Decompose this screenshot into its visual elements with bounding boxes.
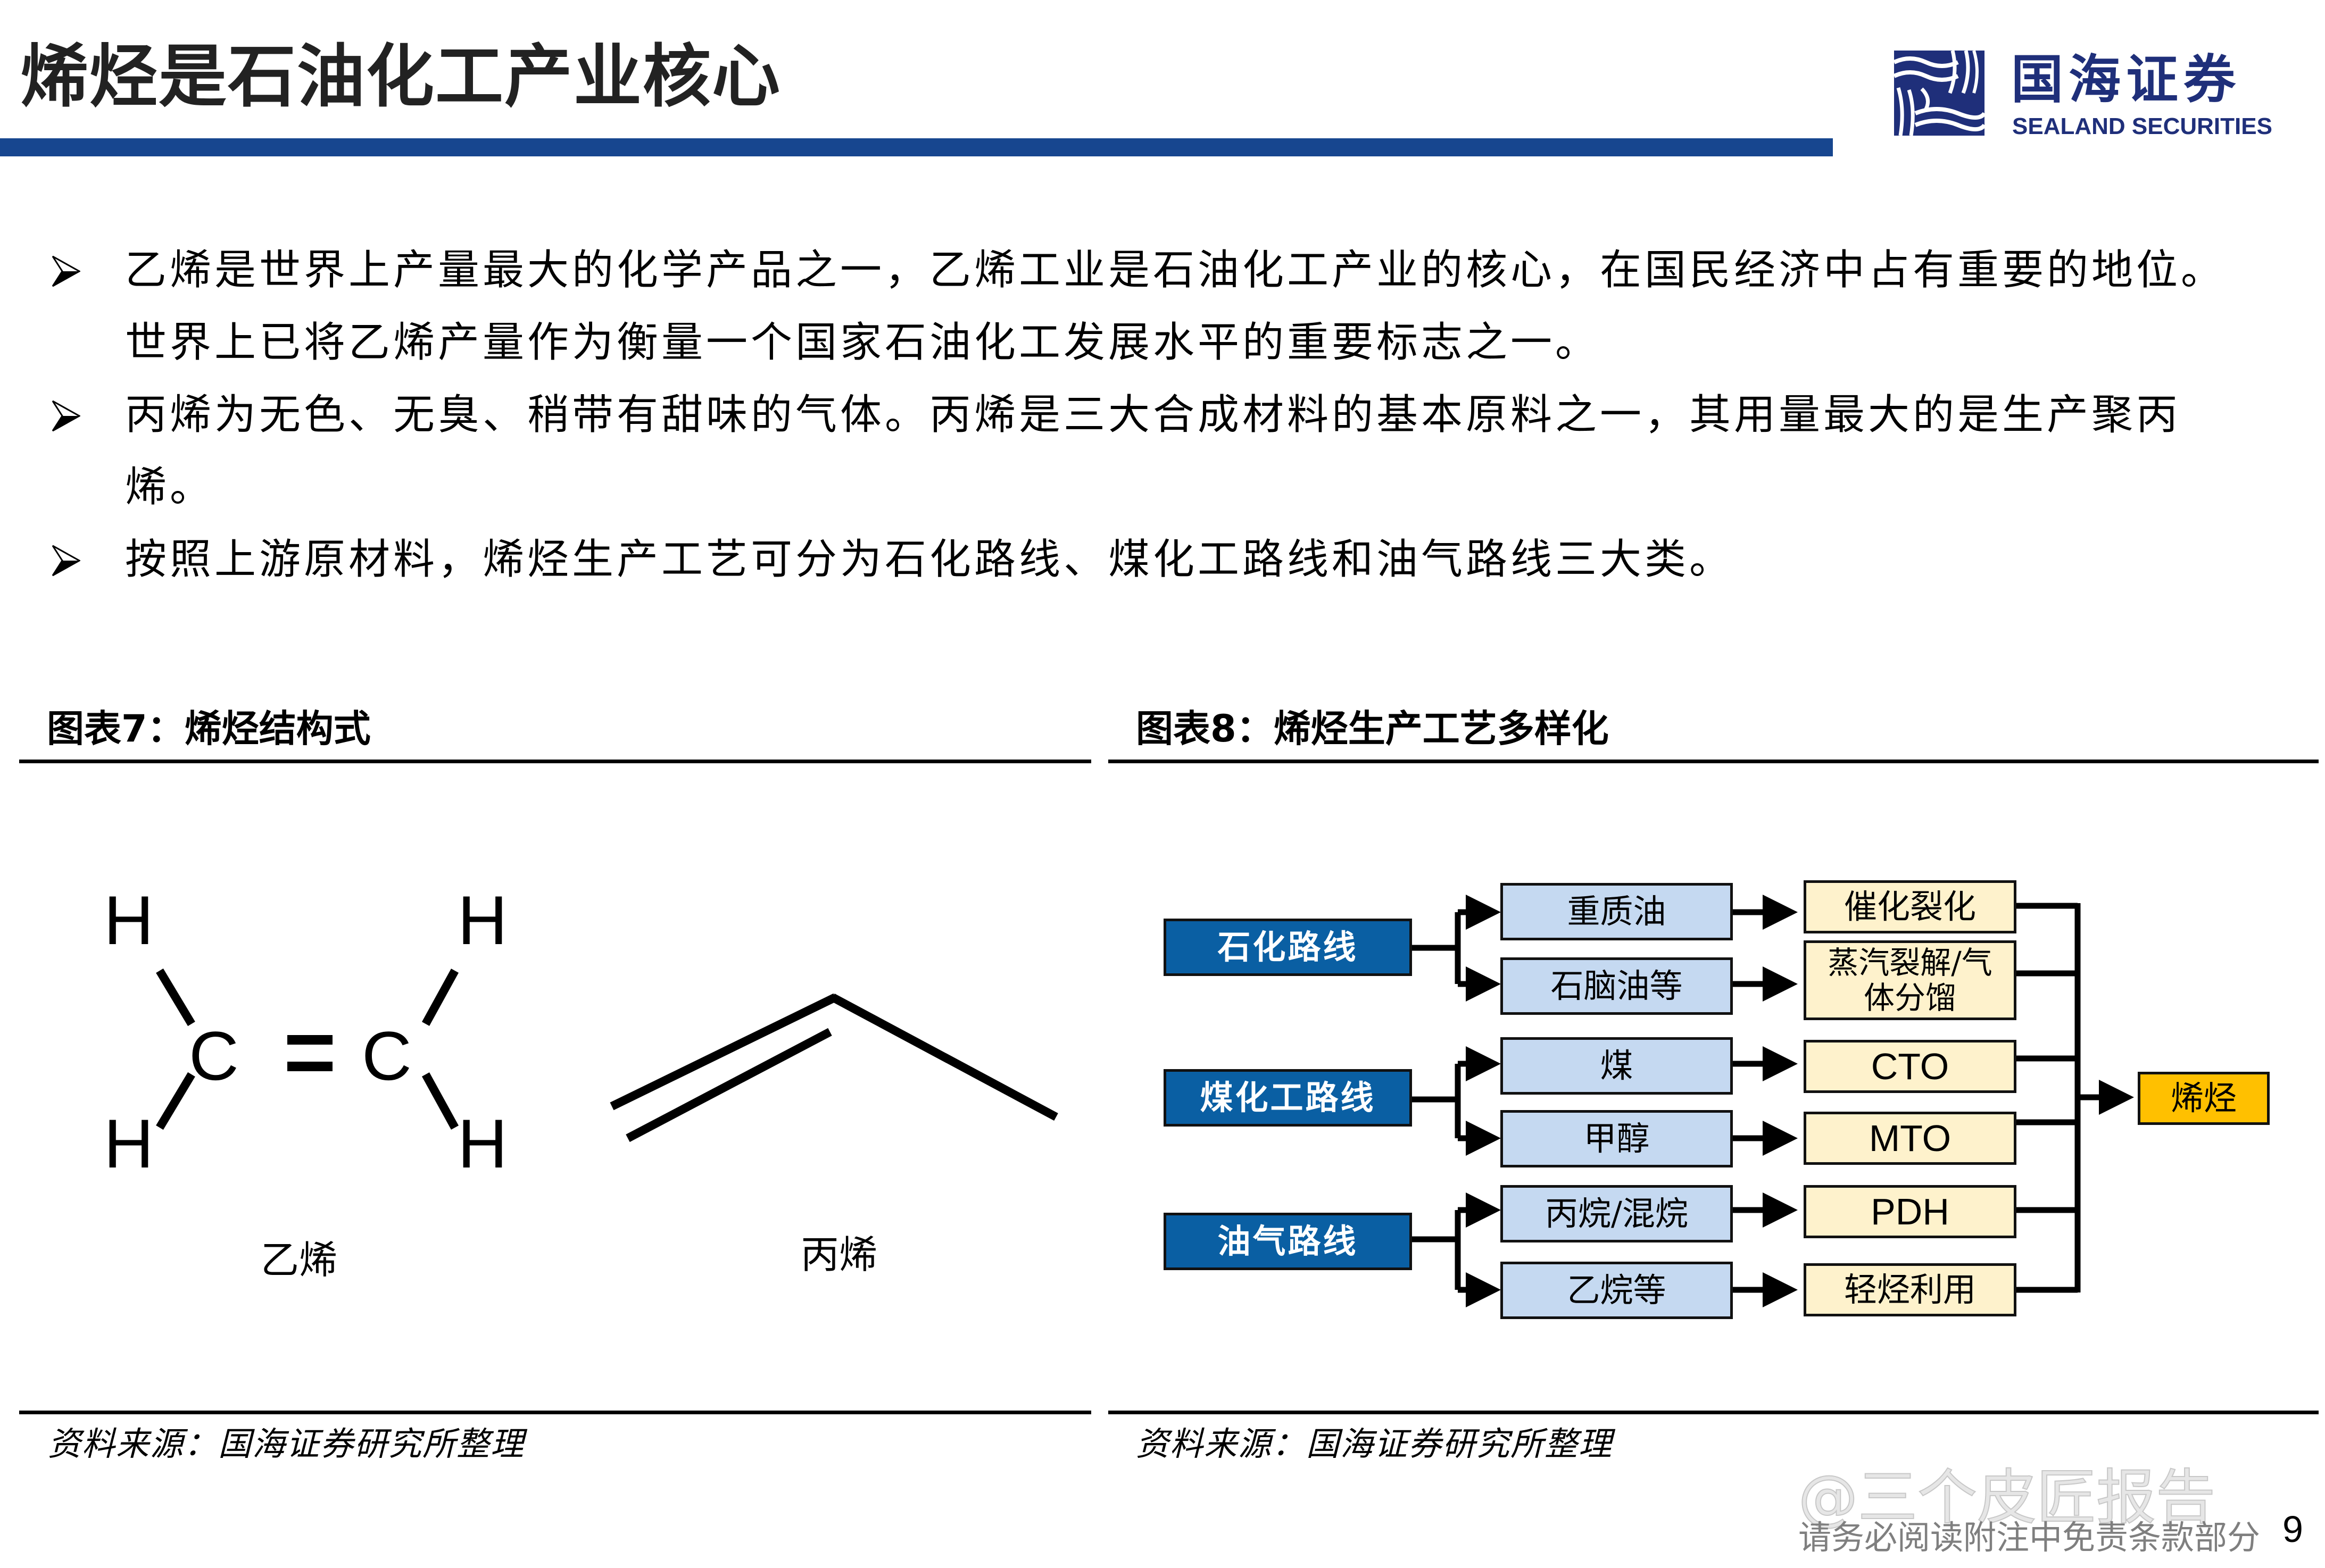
atom-c-left: C [189, 1017, 239, 1095]
atom-h-top-right: H [458, 881, 508, 959]
ethylene-label: 乙烯 [261, 1238, 338, 1282]
route-coal-chemical: 煤化工路线 [1164, 1069, 1412, 1127]
product-olefins: 烯烃 [2138, 1072, 2270, 1125]
process-catalytic-cracking: 催化裂化 [1804, 880, 2016, 933]
figure7-title: 图表7：烯烃结构式 [47, 707, 371, 750]
route-oil-gas: 油气路线 [1164, 1213, 1412, 1270]
bullet-text: 按照上游原材料，烯烃生产工艺可分为石化路线、煤化工路线和油气路线三大类。 [125, 536, 1734, 583]
atom-h-bottom-left: H [104, 1105, 154, 1182]
atom-c-right: C [362, 1017, 412, 1095]
logo-english-name: SEALAND SECURITIES [2012, 113, 2272, 139]
bullet-item: 丙烯为无色、无臭、稍带有甜味的气体。丙烯是三大合成材料的基本原料之一，其用量最大… [51, 379, 2232, 523]
disclaimer-text: 请务必阅读附注中免责条款部分 [1798, 1518, 2261, 1557]
bullet-item: 按照上游原材料，烯烃生产工艺可分为石化路线、煤化工路线和油气路线三大类。 [51, 523, 2232, 596]
feedstock-ethane: 乙烷等 [1500, 1262, 1733, 1319]
bullet-text: 丙烯为无色、无臭、稍带有甜味的气体。丙烯是三大合成材料的基本原料之一，其用量最大… [125, 391, 2181, 511]
figure8-title: 图表8：烯烃生产工艺多样化 [1136, 707, 1609, 750]
process-light-hydrocarbon: 轻烃利用 [1804, 1263, 2016, 1316]
propylene-label: 丙烯 [801, 1232, 878, 1277]
feedstock-heavy-oil: 重质油 [1500, 883, 1733, 940]
arrow-bullet-icon [52, 255, 80, 287]
feedstock-naphtha: 石脑油等 [1500, 957, 1733, 1015]
process-cto: CTO [1804, 1040, 2016, 1093]
figure7-source: 资料来源：国海证券研究所整理 [48, 1424, 525, 1463]
sealand-wave-logo-icon [1894, 51, 1984, 136]
route-petrochemical: 石化路线 [1164, 919, 1412, 976]
figure8-top-rule [1108, 760, 2319, 763]
atom-h-bottom-right: H [458, 1105, 508, 1182]
figure8-bottom-rule [1108, 1411, 2319, 1414]
watermark-text: @三个皮匠报告 [1798, 1463, 2216, 1533]
arrow-bullet-icon [52, 400, 80, 432]
logo-chinese-name: 国海证券 [2011, 49, 2241, 110]
atom-h-top-left: H [104, 881, 154, 959]
company-logo: 国海证券 SEALAND SECURITIES [1894, 51, 2314, 141]
figure7-top-rule [19, 760, 1091, 763]
process-pdh: PDH [1804, 1185, 2016, 1238]
feedstock-propane-mixed: 丙烷/混烷 [1500, 1185, 1733, 1242]
title-underline-bar [0, 138, 1833, 156]
feedstock-methanol: 甲醇 [1500, 1110, 1733, 1167]
ethylene-structure-diagram: H H C C H H [104, 881, 1058, 1182]
figure8-source: 资料来源：国海证券研究所整理 [1136, 1424, 1613, 1463]
process-steam-cracking: 蒸汽裂解/气体分馏 [1804, 940, 2016, 1020]
page-number: 9 [2282, 1508, 2303, 1550]
feedstock-coal: 煤 [1500, 1037, 1733, 1095]
figure7-bottom-rule [19, 1411, 1091, 1414]
arrow-bullet-icon [52, 545, 80, 577]
page-title: 烯烃是石油化工产业核心 [20, 37, 782, 116]
process-mto: MTO [1804, 1112, 2016, 1165]
bullet-item: 乙烯是世界上产量最大的化学产品之一，乙烯工业是石油化工产业的核心，在国民经济中占… [51, 234, 2232, 379]
bullet-list: 乙烯是世界上产量最大的化学产品之一，乙烯工业是石油化工产业的核心，在国民经济中占… [51, 234, 2232, 596]
bullet-text: 乙烯是世界上产量最大的化学产品之一，乙烯工业是石油化工产业的核心，在国民经济中占… [125, 246, 2226, 366]
